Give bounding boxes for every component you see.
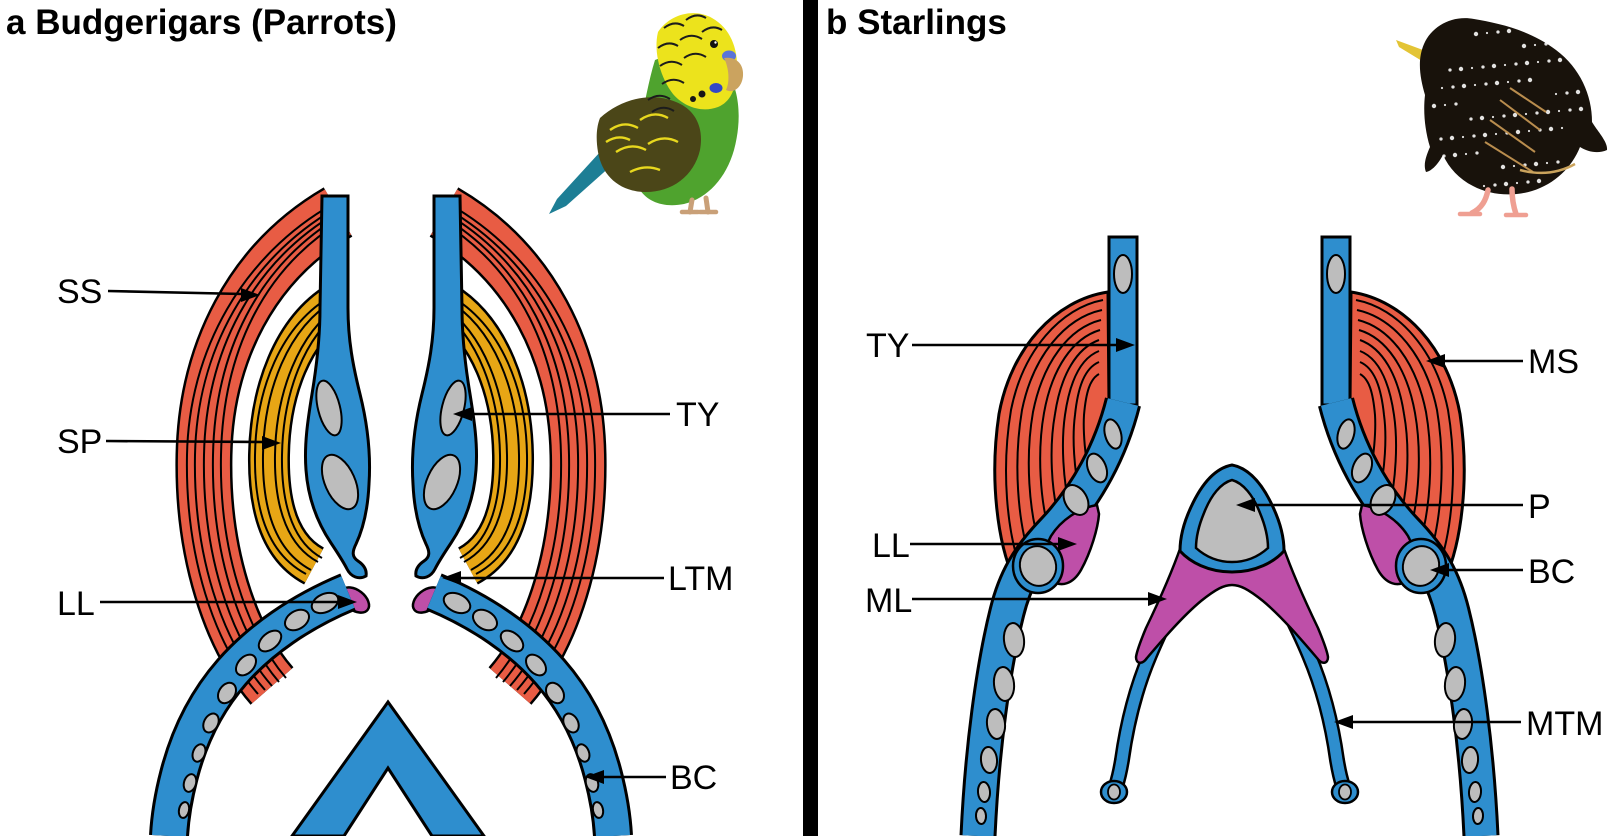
panel-a-budgerigar-syrinx-diagram (149, 187, 613, 836)
label-ll: LL (57, 585, 95, 623)
ltm-annotation: LTM (442, 560, 733, 598)
beak (1396, 40, 1423, 61)
label-ty: TY (676, 396, 719, 434)
muscle-striations (185, 203, 344, 695)
label-ltm: LTM (668, 560, 733, 598)
speckle-pattern (1431, 28, 1584, 188)
mirrored-left-unit (976, 237, 1137, 836)
cheek-patch (709, 83, 723, 93)
muscle-striations (253, 294, 344, 575)
label-ml: ML (865, 582, 912, 620)
legs (1457, 186, 1529, 218)
ss-annotation: SS (57, 273, 260, 311)
label-ll: LL (872, 527, 910, 565)
label-sp: SP (57, 423, 102, 461)
label-ty: TY (866, 327, 909, 365)
panel-b-starling-syrinx-diagram (976, 235, 1500, 836)
label-p: P (1528, 488, 1551, 526)
muscle-striations (1355, 299, 1454, 571)
panel-a-annotations: SS SP TY LL LTM BC (57, 273, 733, 797)
bifurcation-chevron (290, 699, 486, 836)
label-mtm: MTM (1526, 705, 1603, 743)
starling-body (1419, 18, 1608, 195)
panel-b-title: b Starlings (826, 3, 1007, 42)
pessulus-tent-structure (1099, 463, 1360, 805)
starling-illustration (1396, 18, 1608, 218)
panel-a-title: a Budgerigars (Parrots) (6, 3, 397, 42)
panel-divider (803, 0, 818, 836)
label-bc: BC (670, 759, 717, 797)
label-ms: MS (1528, 343, 1579, 381)
medial-tympaniform-membrane-walls (1099, 556, 1360, 805)
mirrored-right-half (408, 196, 613, 836)
head-scallop-pattern (647, 14, 723, 113)
panel-b-annotations: TY MS LL ML P BC MTM (865, 327, 1603, 743)
medial-labium (1134, 543, 1330, 664)
feet (679, 195, 719, 215)
eye (710, 40, 718, 48)
sp-annotation: SP (57, 423, 281, 461)
wing-streaks (1484, 87, 1576, 175)
deep-syringeal-muscle (247, 284, 350, 585)
bronchus (149, 573, 356, 836)
bronchial-cartilages (177, 591, 340, 819)
ll-annotation: LL (872, 527, 1077, 565)
tracheal-cartilages (315, 379, 360, 511)
superficial-syringeal-muscle (175, 187, 353, 705)
ty-annotation: TY (866, 327, 1135, 365)
ll-annotation: LL (57, 585, 357, 623)
bc-annotation: BC (585, 759, 717, 797)
p-annotation: P (1236, 488, 1551, 526)
wing-scallop-pattern (605, 113, 679, 174)
ms-annotation: MS (1426, 343, 1579, 381)
budgerigar-illustration (549, 13, 744, 215)
ty-annotation: TY (453, 396, 719, 434)
label-bc: BC (1528, 553, 1575, 591)
ml-annotation: ML (865, 582, 1167, 620)
trachea-wall (303, 194, 372, 580)
mtm-annotation: MTM (1334, 705, 1603, 743)
label-ss: SS (57, 273, 102, 311)
trachea-wall (1320, 235, 1352, 407)
beak (724, 57, 744, 92)
bc-annotation: BC (1430, 553, 1575, 591)
